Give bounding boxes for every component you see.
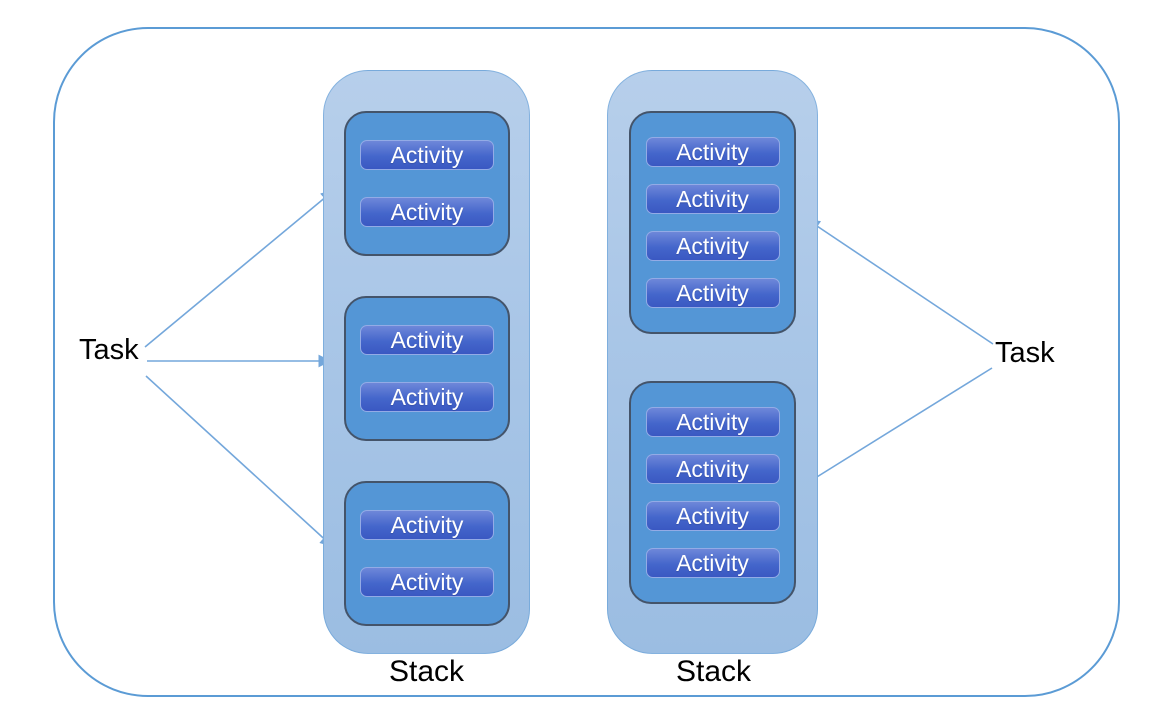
activity-box: Activity (360, 510, 494, 540)
activity-box: Activity (645, 231, 780, 261)
task-label-right: Task (995, 337, 1055, 369)
activity-box: Activity (645, 278, 780, 308)
activity-group: Activity Activity (344, 296, 510, 441)
activity-box: Activity (645, 548, 780, 578)
activity-group: Activity Activity Activity Activity (629, 381, 796, 604)
task-label-left: Task (79, 334, 139, 366)
activity-box: Activity (360, 382, 494, 412)
stack-caption-left: Stack (388, 655, 465, 688)
activity-box: Activity (360, 325, 494, 355)
activity-group: Activity Activity (344, 481, 510, 626)
activity-box: Activity (645, 501, 780, 531)
activity-box: Activity (645, 454, 780, 484)
activity-box: Activity (645, 137, 780, 167)
stack-caption-right: Stack (675, 655, 752, 688)
stack-right: Activity Activity Activity Activity Acti… (607, 70, 818, 654)
activity-box: Activity (360, 197, 494, 227)
activity-box: Activity (645, 184, 780, 214)
stack-left: Activity Activity Activity Activity Acti… (323, 70, 530, 654)
activity-box: Activity (360, 567, 494, 597)
activity-box: Activity (645, 407, 780, 437)
diagram-outer-frame (53, 27, 1120, 697)
activity-group: Activity Activity (344, 111, 510, 256)
activity-group: Activity Activity Activity Activity (629, 111, 796, 334)
activity-box: Activity (360, 140, 494, 170)
